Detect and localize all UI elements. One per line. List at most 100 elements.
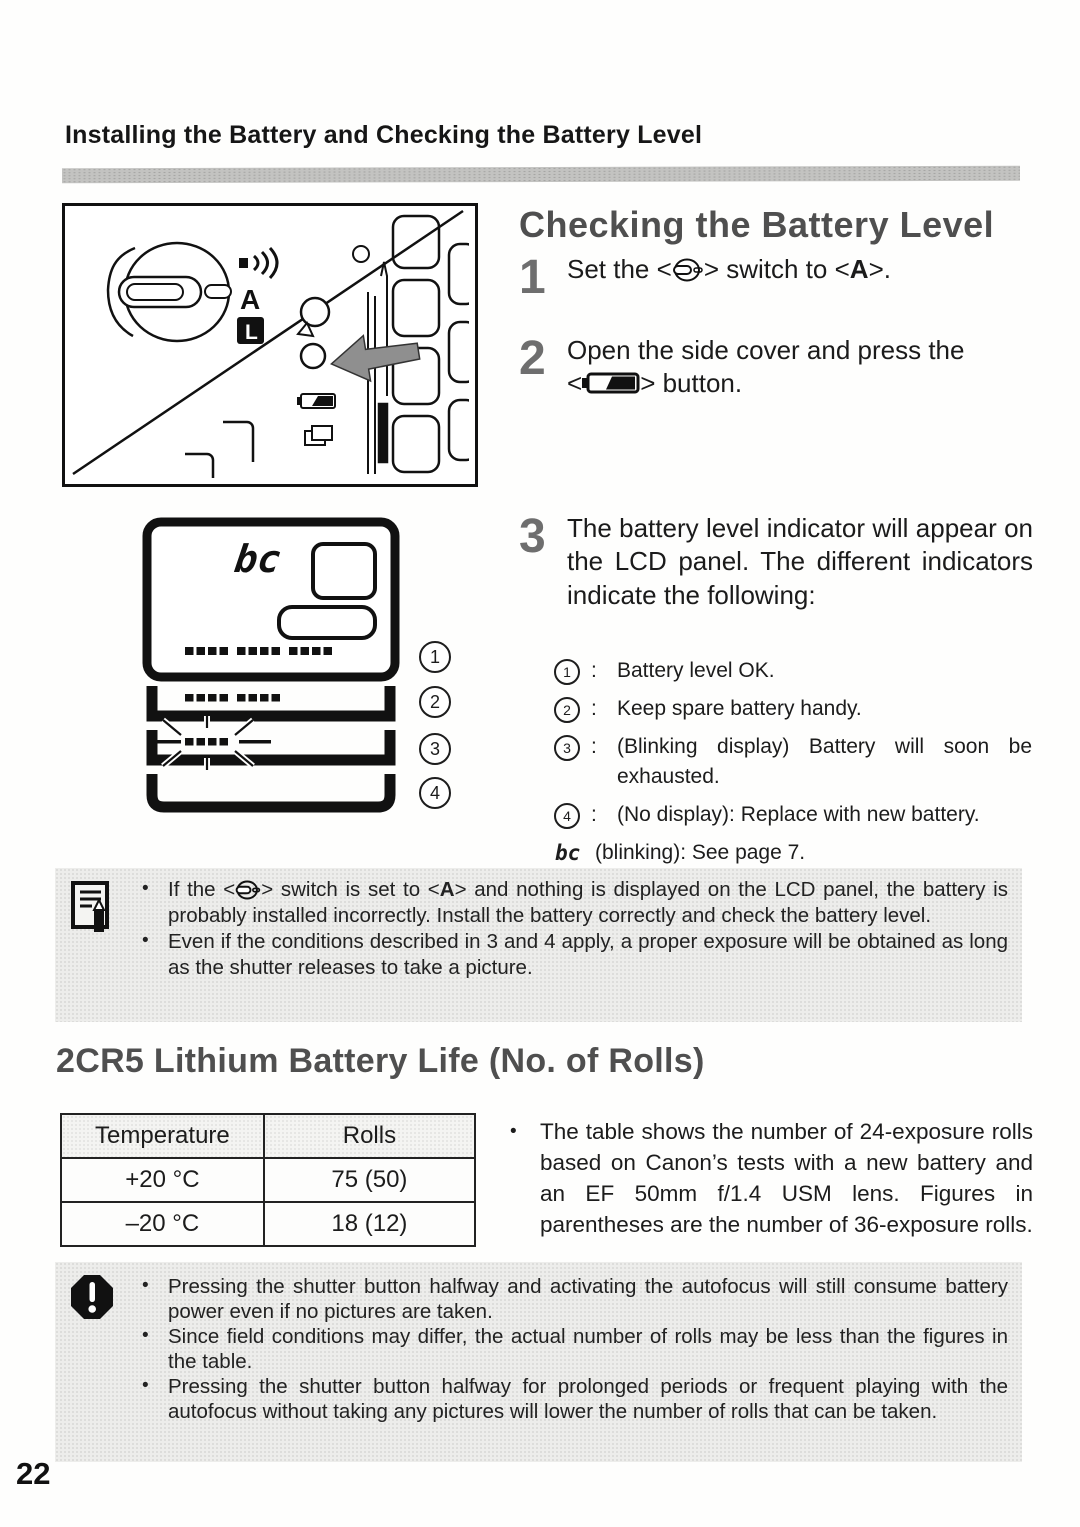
note-bullet-2-text: Even if the conditions described in 3 an…: [168, 930, 1008, 979]
indicator-1-text: Battery level OK.: [617, 659, 775, 682]
caution-bullet-1-text: Pressing the shutter button halfway and …: [168, 1275, 1008, 1323]
main-dial-drawing: [106, 241, 232, 343]
indicator-meaning-list: 1 : Battery level OK. 2 : Keep spare bat…: [552, 656, 1032, 868]
table-cell-rolls-minus20: 18 (12): [262, 1201, 477, 1247]
battery-life-table: Temperature Rolls +20 °C 75 (50) –20 °C …: [60, 1113, 477, 1247]
film-mark: [304, 425, 333, 446]
bullet-icon: •: [510, 1121, 517, 1142]
bullet-icon: •: [142, 1325, 149, 1346]
indicator-4-text: (No display): Replace with new battery.: [617, 803, 980, 826]
step-1-number: 1: [519, 251, 546, 304]
caution-bullet-3-text: Pressing the shutter button halfway for …: [168, 1375, 1008, 1423]
caution-box-content: • Pressing the shutter button halfway an…: [130, 1274, 1008, 1424]
camera-interior-drawing: [185, 214, 479, 478]
table-cell-temp-plus20: +20 °C: [60, 1157, 265, 1203]
section-title-checking-battery: Checking the Battery Level: [519, 204, 995, 245]
table-row: –20 °C 18 (12): [60, 1201, 477, 1247]
note-bullet-2: • Even if the conditions described in 3 …: [130, 929, 1008, 981]
step-2: 2 Open the side cover and press the <> b…: [519, 334, 1031, 401]
camera-illustration-art: A L: [72, 209, 479, 478]
note-box: • If the < > switch is set to <A> and not…: [55, 868, 1022, 1022]
dial-label-lock: L: [237, 317, 264, 344]
bc-note-text: (blinking): See page 7.: [595, 841, 806, 864]
table-cell-temp-minus20: –20 °C: [60, 1201, 265, 1247]
lcd-strip-2: [146, 686, 396, 722]
step-1-text-pre: Set the <: [567, 254, 672, 284]
dial-switch-icon: [235, 880, 261, 900]
lcd-bc-text: bc: [232, 538, 284, 582]
indicator-1-row: 1 : Battery level OK.: [552, 656, 1032, 686]
note-box-content: • If the < > switch is set to <A> and not…: [130, 877, 1008, 981]
dial-label-l: L: [245, 321, 258, 344]
blink-rays-icon: [161, 716, 255, 770]
step-1: 1 Set the < > switch to <A>.: [519, 253, 1031, 302]
indicator-2-text: Keep spare battery handy.: [617, 697, 862, 720]
battery-segments-full: [185, 647, 332, 655]
lcd-callout-4: 4: [419, 777, 451, 809]
table-row: +20 °C 75 (50): [60, 1157, 477, 1203]
indicator-2-badge: 2: [554, 697, 580, 723]
header-rule-bar: [61, 165, 1021, 184]
step-2-number: 2: [519, 332, 546, 385]
lcd-strip-4: [146, 774, 396, 813]
caution-box: • Pressing the shutter button halfway an…: [55, 1262, 1022, 1462]
step-3-number: 3: [519, 510, 546, 563]
step-3: 3 The battery level indicator will appea…: [519, 512, 1033, 612]
step-2-text: Open the side cover and press the <> but…: [567, 334, 1031, 401]
note-bullet-1-bold-a: A: [439, 878, 455, 901]
indicator-3-colon: :: [591, 735, 597, 758]
bullet-icon: •: [142, 1275, 149, 1296]
step-1-text-bold-a: A: [849, 254, 869, 284]
indicator-2-row: 2 : Keep spare battery handy.: [552, 694, 1032, 724]
indicator-1-colon: :: [591, 659, 597, 682]
indicator-4-row: 4 : (No display): Replace with new batte…: [552, 800, 1032, 830]
indicator-1-badge: 1: [554, 659, 580, 685]
step-1-text-mid: > switch to <: [703, 254, 850, 284]
note-bullet-1-post: > and nothing is displayed on the LCD pa…: [168, 878, 1008, 927]
bc-note-row: bc (blinking): See page 7.: [552, 838, 1032, 868]
battery-segments-two: [185, 694, 280, 702]
caution-bullet-2: • Since field conditions may differ, the…: [130, 1324, 1008, 1374]
table-header-row: Temperature Rolls: [60, 1113, 477, 1159]
battery-life-note-bullet: • The table shows the number of 24-expos…: [506, 1116, 1033, 1240]
lcd-callout-3: 3: [419, 733, 451, 765]
section-title-battery-life: 2CR5 Lithium Battery Life (No. of Rolls): [56, 1042, 705, 1080]
battery-life-note: • The table shows the number of 24-expos…: [506, 1116, 1033, 1240]
indicator-4-colon: :: [591, 803, 597, 826]
battery-mark: [297, 393, 336, 409]
step-2-text-line1: Open the side cover and press the: [567, 335, 965, 365]
note-bullet-1: • If the < > switch is set to <A> and not…: [130, 877, 1008, 929]
lcd-callout-2: 2: [419, 686, 451, 718]
lcd-panel-art: bc: [142, 517, 400, 813]
indicator-3-row: 3 : (Blinking display) Battery will soon…: [552, 732, 1032, 792]
lcd-strip-3: [146, 730, 396, 766]
table-header-temperature: Temperature: [60, 1113, 265, 1159]
note-bullet-1-mid: > switch is set to <: [261, 878, 440, 901]
caution-bullet-3: • Pressing the shutter button halfway fo…: [130, 1374, 1008, 1424]
note-bullet-1-pre: If the <: [168, 878, 236, 901]
lcd-callout-1: 1: [419, 641, 451, 673]
indicator-2-colon: :: [591, 697, 597, 720]
lcd-panel-figure: bc: [133, 510, 478, 820]
note-icon: [71, 881, 109, 932]
dial-switch-icon: [672, 258, 703, 282]
bc-code: bc: [555, 841, 581, 865]
battery-segments-one: [155, 738, 271, 746]
page-title: Installing the Battery and Checking the …: [65, 121, 703, 149]
bullet-icon: •: [142, 1375, 149, 1396]
step-2-text-pre: <: [567, 368, 583, 399]
bullet-icon: •: [142, 878, 149, 899]
indicator-3-text: (Blinking display) Battery will soon be …: [617, 735, 1032, 788]
battery-check-icon: [582, 372, 640, 394]
step-1-text: Set the < > switch to <A>.: [567, 253, 1031, 286]
bullet-icon: •: [142, 930, 149, 951]
camera-illustration: A L: [62, 203, 479, 487]
indicator-3-badge: 3: [554, 735, 580, 761]
caution-icon: [71, 1275, 113, 1319]
step-1-text-post: >.: [868, 254, 891, 284]
dial-label-a: A: [240, 284, 260, 315]
battery-life-note-text: The table shows the number of 24-exposur…: [540, 1119, 1033, 1237]
caution-bullet-2-text: Since field conditions may differ, the a…: [168, 1325, 1008, 1373]
indicator-4-badge: 4: [554, 803, 580, 829]
